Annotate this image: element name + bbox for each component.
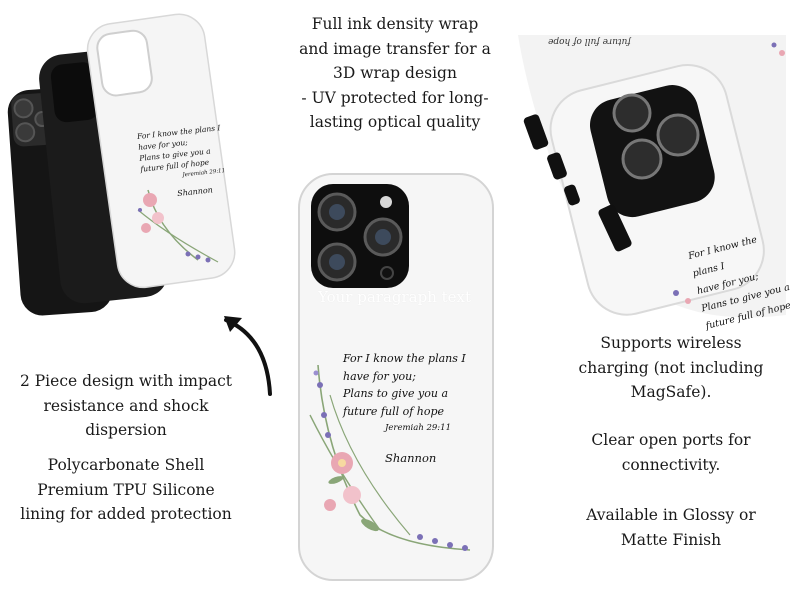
text-line: 3D wrap design — [333, 64, 457, 82]
text-line: MagSafe). — [630, 383, 712, 401]
overlay-placeholder-text: Your paragraph text — [318, 288, 472, 306]
text-line: Clear open ports for — [591, 431, 751, 449]
feature-wireless-text: Supports wireless charging (not includin… — [560, 331, 782, 405]
text-line: Full ink density wrap — [311, 15, 479, 33]
text-line: - UV protected for long- — [301, 88, 489, 107]
feature-wrap-text: Full ink density wrap and image transfer… — [280, 12, 510, 135]
feature-ports-text: Clear open ports for connectivity. — [560, 428, 782, 477]
center-case-verse: For I know the plans I have for you; Pla… — [343, 350, 473, 467]
text-line: lasting optical quality — [309, 113, 481, 131]
feature-two-piece-text: 2 Piece design with impact resistance an… — [10, 369, 242, 443]
text-line: lining for added protection — [20, 505, 232, 523]
text-line: charging (not including — [578, 358, 764, 377]
text-line: and image transfer for a — [299, 39, 491, 58]
feature-finish-text: Available in Glossy or Matte Finish — [560, 503, 782, 552]
verse-line: future full of hope — [548, 36, 631, 46]
floral-bouquet-icon — [137, 189, 219, 263]
text-line: Premium TPU Silicone — [37, 480, 215, 499]
verse-line: future full of hope — [343, 404, 445, 418]
verse-line: have for you; — [343, 369, 416, 383]
text-line: Supports wireless — [600, 334, 742, 352]
verse-line: Plans to give you a — [343, 387, 448, 400]
text-line: resistance and shock — [43, 396, 209, 415]
exploded-case-illustration — [7, 13, 236, 316]
center-phone-case — [298, 173, 494, 581]
verse-line: For I know the plans I — [343, 352, 466, 365]
text-line: connectivity. — [621, 455, 721, 474]
curved-arrow-icon — [224, 316, 272, 396]
text-line: Available in Glossy or — [586, 506, 756, 524]
text-line: Polycarbonate Shell — [47, 456, 205, 474]
floral-bouquet-icon — [309, 364, 471, 551]
text-line: 2 Piece design with impact — [19, 372, 233, 390]
verse-name: Shannon — [385, 450, 437, 465]
verse-reference: Jeremiah 29:11 — [384, 423, 451, 433]
text-line: Matte Finish — [620, 530, 722, 549]
right-case-verse-top: future full of hope — [548, 36, 631, 46]
text-line: dispersion — [85, 421, 167, 439]
feature-material-text: Polycarbonate Shell Premium TPU Silicone… — [5, 453, 247, 527]
angled-case-closeup — [518, 35, 786, 318]
